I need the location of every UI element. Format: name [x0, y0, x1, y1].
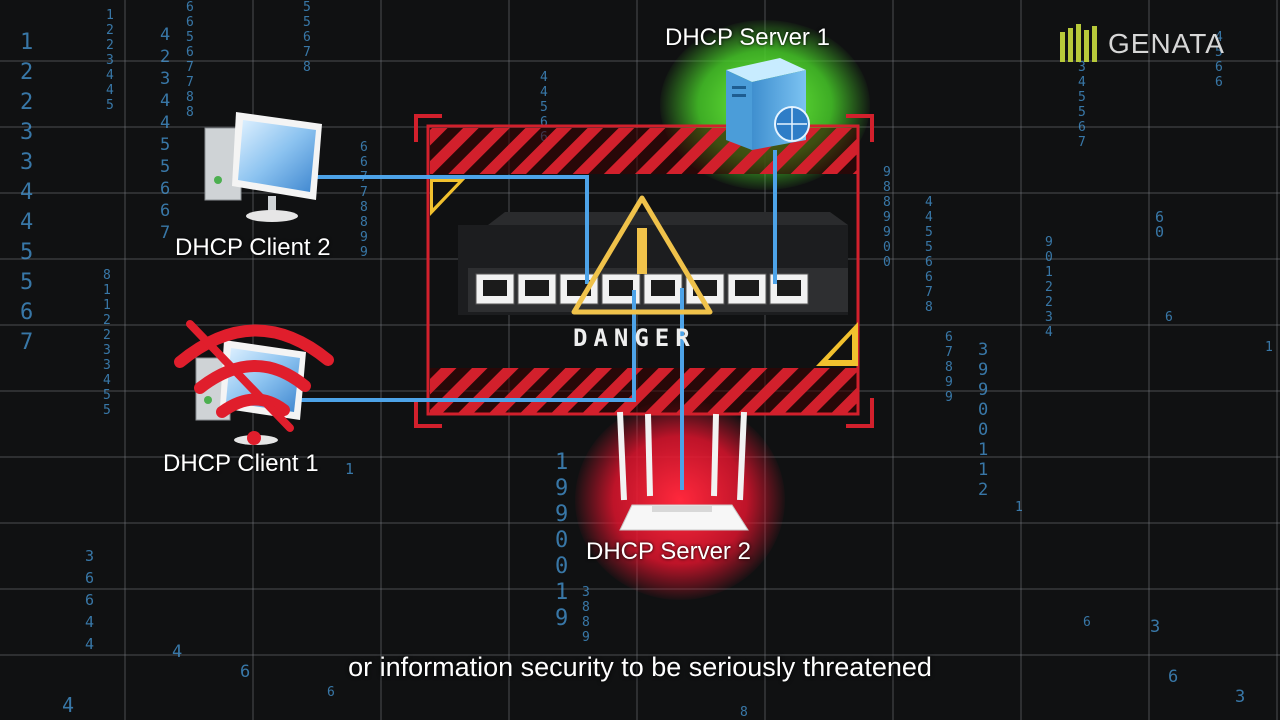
server-2-label: DHCP Server 2 [586, 538, 751, 565]
danger-text: DANGER [573, 324, 696, 352]
warning-triangle-icon [571, 195, 713, 315]
brand-name: GENATA [1108, 28, 1225, 59]
network-switch-icon [458, 212, 848, 315]
server-1-label: DHCP Server 1 [665, 24, 830, 51]
server-1-icon [726, 58, 810, 150]
danger-frame [414, 114, 874, 428]
brand-logo: GENATA [1058, 22, 1225, 66]
network-links [300, 150, 777, 490]
subtitle-caption: or information security to be seriously … [348, 652, 932, 682]
client-1-label: DHCP Client 1 [163, 450, 319, 477]
wifi-dot [247, 431, 261, 445]
client-2-computer-icon [204, 112, 322, 222]
client-2-label: DHCP Client 2 [175, 234, 331, 261]
wifi-off-icon [174, 320, 334, 432]
genata-logo-icon [1060, 24, 1097, 62]
server-2-router-icon [617, 411, 749, 531]
